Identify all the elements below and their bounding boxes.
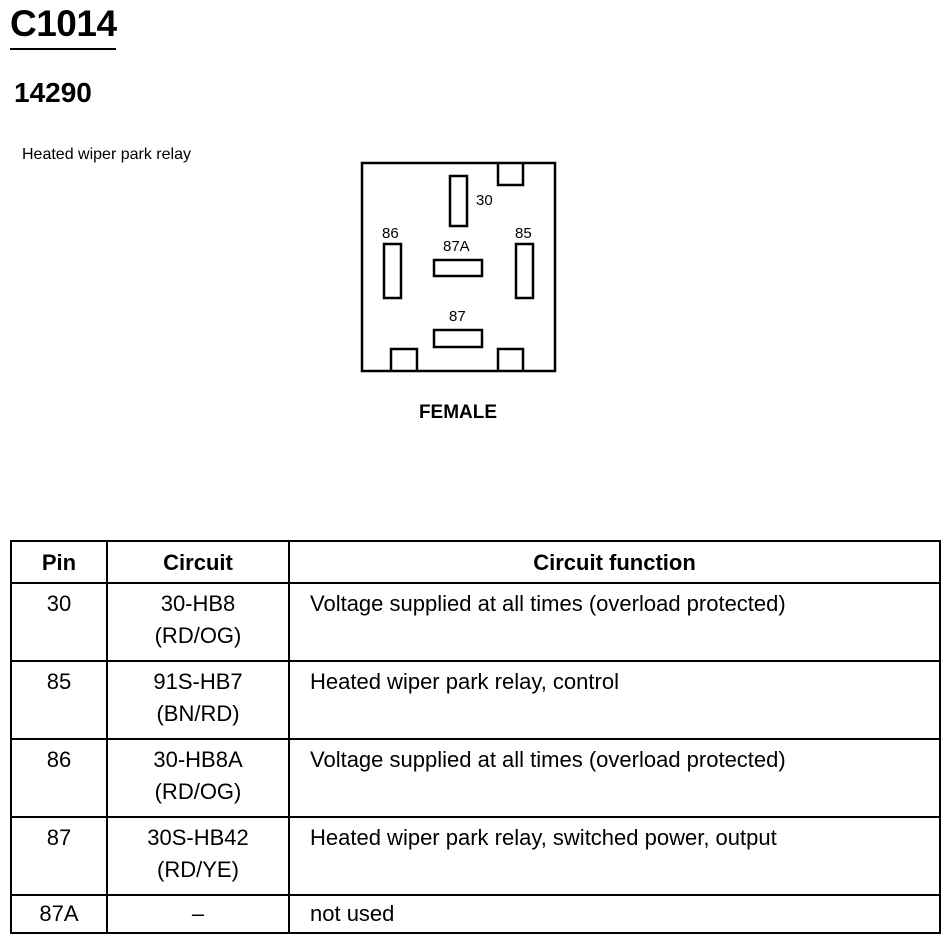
terminal-label-86: 86	[382, 225, 399, 242]
table-row: 87 30S-HB42 (RD/YE) Heated wiper park re…	[10, 816, 941, 896]
wire-color: (RD/OG)	[154, 623, 242, 648]
terminal-label-87: 87	[449, 308, 466, 325]
function-cell: not used	[288, 894, 941, 934]
pinout-table: Pin Circuit Circuit function 30 30-HB8 (…	[10, 540, 941, 934]
pin-cell: 30	[10, 582, 108, 662]
table-row: 85 91S-HB7 (BN/RD) Heated wiper park rel…	[10, 660, 941, 740]
connector-id-underline	[10, 48, 116, 50]
connector-face-diagram: 30 86 87A 85 87 FEMALE	[360, 161, 557, 423]
pin-cell: 86	[10, 738, 108, 818]
pin-cell: 87	[10, 816, 108, 896]
circuit-cell: 30-HB8 (RD/OG)	[106, 582, 290, 662]
terminal-label-30: 30	[476, 192, 493, 209]
table-row: 30 30-HB8 (RD/OG) Voltage supplied at al…	[10, 582, 941, 662]
latch-bottom-right	[496, 347, 525, 371]
pin-cell: 85	[10, 660, 108, 740]
circuit-cell: 30S-HB42 (RD/YE)	[106, 816, 290, 896]
header-pin: Pin	[10, 540, 108, 584]
terminal-label-87a: 87A	[443, 238, 470, 255]
function-cell: Heated wiper park relay, control	[288, 660, 941, 740]
circuit-id: 30-HB8	[160, 591, 236, 616]
terminal-86	[382, 242, 403, 300]
part-number: 14290	[14, 77, 92, 108]
table-row: 87A – not used	[10, 894, 941, 934]
latch-bottom-left	[389, 347, 419, 371]
connector-description: Heated wiper park relay	[22, 146, 191, 163]
circuit-id: 91S-HB7	[153, 669, 243, 694]
function-cell: Heated wiper park relay, switched power,…	[288, 816, 941, 896]
table-row: 86 30-HB8A (RD/OG) Voltage supplied at a…	[10, 738, 941, 818]
terminal-label-85: 85	[515, 225, 532, 242]
wire-color: (BN/RD)	[156, 701, 240, 726]
table-header-row: Pin Circuit Circuit function	[10, 540, 941, 584]
circuit-cell: 30-HB8A (RD/OG)	[106, 738, 290, 818]
gender-label: FEMALE	[419, 402, 497, 423]
header-circuit-function: Circuit function	[288, 540, 941, 584]
circuit-cell: 91S-HB7 (BN/RD)	[106, 660, 290, 740]
circuit-id: –	[191, 901, 205, 926]
wire-color: (RD/YE)	[157, 857, 239, 882]
circuit-id: 30S-HB42	[147, 825, 249, 850]
terminal-87	[432, 328, 484, 349]
pin-cell: 87A	[10, 894, 108, 934]
circuit-cell: –	[106, 894, 290, 934]
wire-color: (RD/OG)	[154, 779, 242, 804]
terminal-85	[514, 242, 535, 300]
header-circuit: Circuit	[106, 540, 290, 584]
terminal-30	[448, 174, 469, 228]
key-notch-top	[496, 163, 525, 187]
terminal-87a	[432, 258, 484, 278]
circuit-id: 30-HB8A	[153, 747, 243, 772]
function-cell: Voltage supplied at all times (overload …	[288, 582, 941, 662]
function-cell: Voltage supplied at all times (overload …	[288, 738, 941, 818]
connector-id: C1014	[10, 3, 117, 44]
connector-housing	[360, 161, 557, 373]
